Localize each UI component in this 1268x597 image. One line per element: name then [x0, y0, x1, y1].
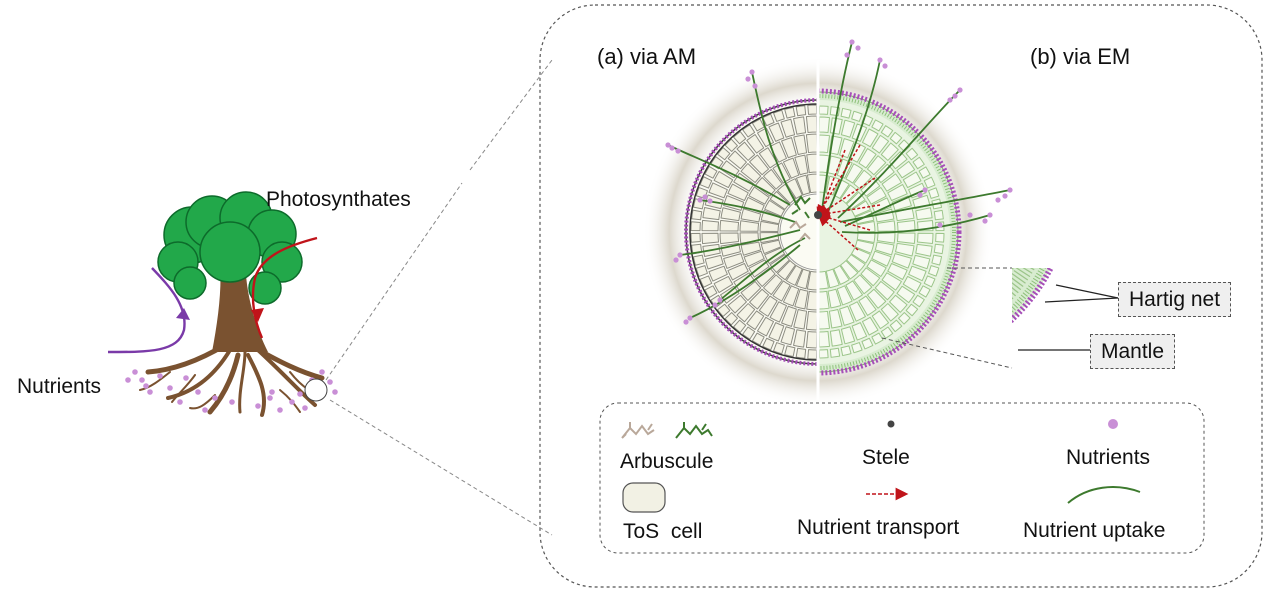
legend-arbuscule-icon [621, 422, 713, 439]
zoom-cells [1012, 268, 1035, 300]
legend-stele-label: Stele [862, 446, 910, 469]
legend-tos-cell-icon [622, 482, 666, 513]
legend-nutrients-label: Nutrients [1066, 446, 1151, 469]
legend-box [599, 402, 1205, 554]
tree-foliage [157, 191, 303, 305]
legend-nutrient-icon [1108, 419, 1118, 429]
tree-trunk [198, 222, 268, 352]
nutrients-label: Nutrients [17, 375, 102, 398]
hypha-nutrients [665, 39, 1013, 325]
zoom-panel [539, 4, 1263, 588]
em-title: (b) via EM [1030, 44, 1131, 69]
am-title: (a) via AM [597, 44, 697, 69]
projection-line-top [325, 182, 463, 381]
hartig-net-label: Hartig net [1118, 282, 1232, 317]
em-cells [818, 105, 945, 359]
legend-transport-label: Nutrient transport [797, 516, 960, 539]
photosynthate-arrow [251, 236, 318, 339]
root-cross-section [643, 39, 1013, 407]
tree [107, 191, 338, 417]
stele [814, 211, 822, 219]
nutrient-arrow-head [176, 308, 190, 320]
arbuscules [789, 195, 811, 241]
nutrient-arrow [107, 267, 186, 354]
transport-arrows [816, 144, 881, 251]
zoom-detail [881, 267, 1119, 370]
photosynthates-label: Photosynthates [266, 188, 411, 211]
soil-nutrients [125, 369, 338, 413]
zoom-target-circle [304, 378, 328, 402]
legend-stele-icon [887, 420, 895, 428]
legend-tos-cell-label: ToS cell [623, 520, 703, 543]
projection-line-bottom [329, 399, 553, 536]
projection-line-top-2 [469, 59, 553, 171]
mantle-label: Mantle [1090, 334, 1176, 369]
photosynthate-arrow-head [251, 308, 264, 322]
legend-uptake-label: Nutrient uptake [1023, 519, 1166, 542]
legend-uptake-icon [1067, 486, 1141, 504]
legend-arbuscule-label: Arbuscule [620, 450, 714, 473]
